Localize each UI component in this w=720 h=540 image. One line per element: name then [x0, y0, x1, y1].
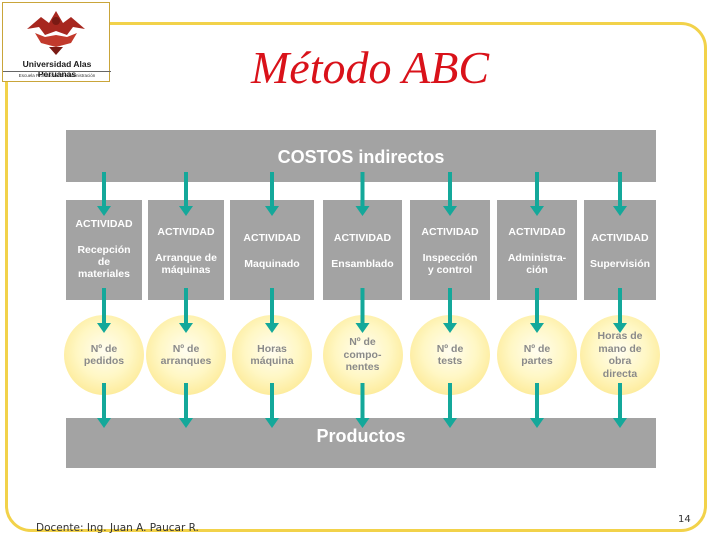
slide-title: Método ABC	[250, 42, 490, 93]
activity-box: ACTIVIDAD Recepción de materiales	[66, 200, 142, 300]
activity-name: Recepción de materiales	[77, 244, 131, 280]
cost-driver-label: Horas máquina	[250, 342, 294, 368]
flow-arrow-head	[613, 418, 627, 428]
activity-name: Inspección y control	[422, 252, 478, 276]
activity-box: ACTIVIDAD Arranque de máquinas	[148, 200, 224, 300]
flow-arrow-head	[97, 418, 111, 428]
products-bar: Productos	[66, 418, 656, 468]
costs-bar-rest: indirectos	[353, 147, 445, 167]
activity-name: Ensamblado	[331, 258, 394, 270]
activity-label: ACTIVIDAD	[243, 232, 301, 244]
driver-row: Nº de pedidos Nº de arranques Horas máquin…	[63, 315, 660, 395]
flow-arrow-head	[443, 206, 457, 216]
flow-arrow-head	[530, 206, 544, 216]
flow-arrow-head	[355, 323, 370, 333]
activity-label: ACTIVIDAD	[591, 232, 649, 244]
flow-arrow-head	[265, 418, 279, 428]
flow-arrow-head	[179, 323, 193, 333]
flow-arrow-head	[613, 206, 627, 216]
page-number: 14	[678, 514, 691, 525]
flow-arrow-head	[355, 418, 370, 428]
flow-arrow-head	[97, 206, 111, 216]
activity-name: Arranque de máquinas	[155, 252, 217, 276]
university-name: Universidad Alas Peruanas	[22, 59, 92, 79]
flow-arrow-head	[355, 206, 370, 216]
cost-driver-label: Nº de arranques	[160, 342, 212, 368]
activity-label: ACTIVIDAD	[508, 226, 566, 238]
cost-driver-label: Horas de mano de obra directa	[597, 330, 643, 380]
cost-driver-circle: Horas de mano de obra directa	[580, 315, 660, 395]
abc-diagram: COSTOS indirectos ACTIVIDAD Recepción de …	[63, 128, 660, 470]
flow-arrow-head	[443, 323, 457, 333]
cost-driver-label: Nº de pedidos	[83, 342, 125, 368]
costs-bar-bold: COSTOS	[277, 147, 354, 167]
flow-arrow-head	[613, 323, 627, 333]
teacher-footer: Docente: Ing. Juan A. Paucar R.	[36, 522, 199, 534]
condor-emblem-icon	[27, 11, 85, 55]
activity-name: Supervisión	[589, 258, 651, 270]
activity-box: ACTIVIDAD Maquinado	[230, 200, 314, 300]
flow-arrow-head	[530, 323, 544, 333]
flow-arrow-head	[530, 418, 544, 428]
flow-arrow-head	[179, 418, 193, 428]
activity-name: Maquinado	[244, 258, 300, 270]
activity-label: ACTIVIDAD	[157, 226, 215, 238]
flow-arrow-head	[265, 323, 279, 333]
activity-box: ACTIVIDAD Supervisión	[584, 200, 656, 300]
flow-arrow-head	[265, 206, 279, 216]
activity-name: Administra- ción	[507, 252, 567, 276]
flow-arrow-head	[179, 206, 193, 216]
slide-frame	[5, 22, 707, 532]
cost-driver-label: Nº de compo- nentes	[343, 336, 382, 374]
cost-driver-label: Nº de tests	[436, 342, 464, 368]
university-logo: Universidad Alas Peruanas Escuela Profes…	[2, 2, 111, 82]
flow-arrows	[97, 172, 627, 428]
activity-label: ACTIVIDAD	[75, 218, 133, 230]
activity-label: ACTIVIDAD	[333, 232, 392, 244]
cost-driver-label: Nº de partes	[521, 342, 553, 368]
activity-label: ACTIVIDAD	[421, 226, 479, 238]
school-name: Escuela Profesional de Administración	[3, 71, 111, 78]
flow-arrow-head	[443, 418, 457, 428]
flow-arrow-head	[97, 323, 111, 333]
activity-box: ACTIVIDAD Inspección y control	[410, 200, 490, 300]
activity-box: ACTIVIDAD Administra- ción	[497, 200, 577, 300]
activity-box: ACTIVIDAD Ensamblado	[323, 200, 402, 300]
